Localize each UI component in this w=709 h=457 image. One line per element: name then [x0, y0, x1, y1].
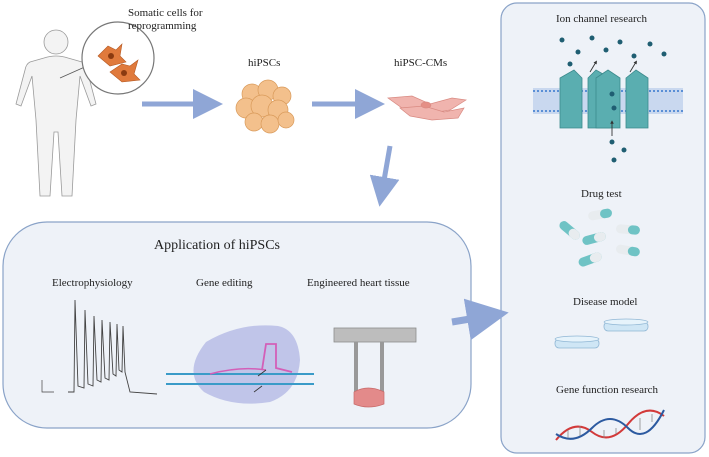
arrow-cms-to-application — [369, 145, 400, 207]
action-potential-icon — [41, 299, 158, 395]
disease-model-label: Disease model — [573, 296, 638, 308]
engineered-heart-tissue-label: Engineered heart tissue — [307, 277, 410, 289]
human-body-icon — [15, 29, 97, 197]
petri-dish-icon — [554, 318, 649, 349]
research-panel — [500, 2, 706, 454]
somatic-cells-label: Somatic cells for reprogramming — [128, 7, 203, 33]
capsules-icon — [559, 208, 640, 267]
hipsc-cms-label: hiPSC-CMs — [394, 57, 448, 69]
hipscs-label: hiPSCs — [248, 57, 281, 69]
gene-editing-icon — [166, 325, 314, 404]
cardiomyocyte-icon — [387, 95, 467, 121]
ion-channel-icon — [533, 35, 683, 163]
arrow-application-to-research — [451, 298, 509, 341]
somatic-cells-label-line1: Somatic cells for — [128, 7, 203, 19]
electrophysiology-label: Electrophysiology — [52, 277, 133, 289]
drug-test-label: Drug test — [581, 188, 622, 200]
somatic-cells-label-line2: reprogramming — [128, 20, 197, 32]
somatic-cells-icon — [81, 21, 155, 95]
dna-helix-icon — [555, 409, 665, 441]
gene-editing-label: Gene editing — [196, 277, 253, 289]
ion-channel-label: Ion channel research — [556, 13, 648, 25]
heart-tissue-icon — [333, 327, 417, 408]
hipsc-cluster-icon — [235, 79, 295, 134]
gene-function-label: Gene function research — [556, 384, 659, 396]
application-title: Application of hiPSCs — [154, 238, 281, 253]
